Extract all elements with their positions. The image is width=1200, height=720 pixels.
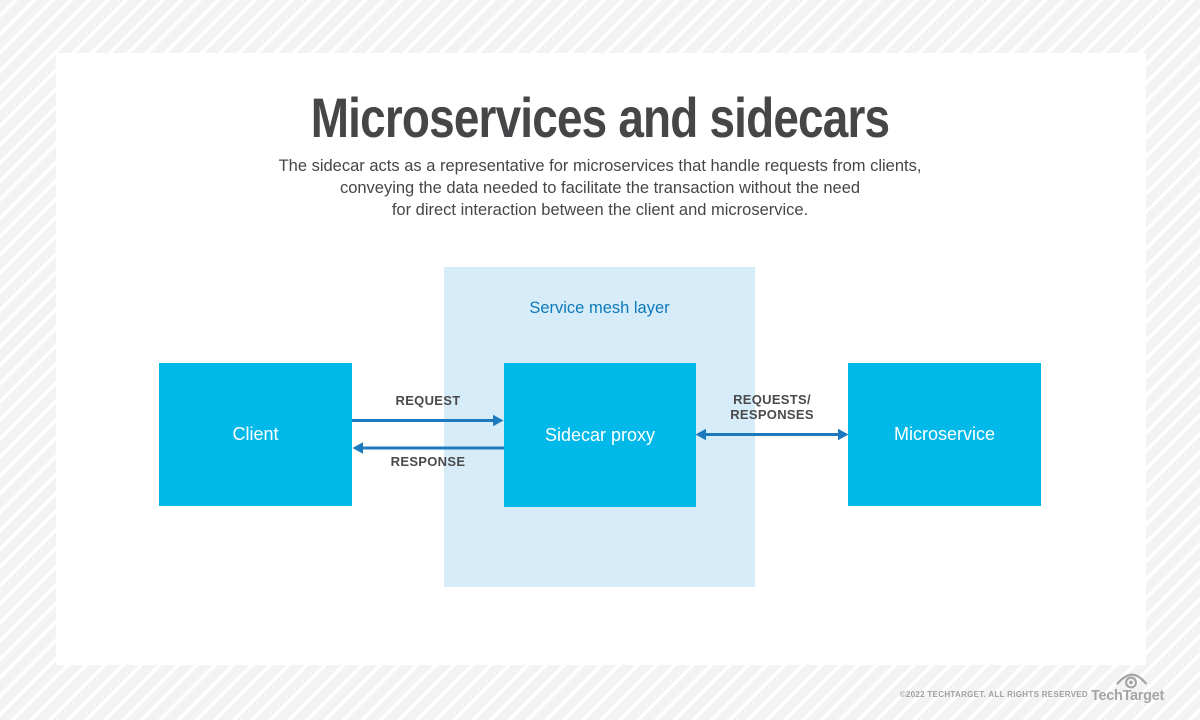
- node-microservice-label: Microservice: [893, 424, 995, 444]
- service-mesh-label: Service mesh layer: [529, 299, 670, 317]
- page-subtitle: The sidecar acts as a representative for…: [0, 155, 1200, 221]
- node-sidecar-proxy-label: Sidecar proxy: [544, 424, 656, 445]
- node-client: Client: [159, 363, 352, 506]
- node-client-label: Client: [232, 424, 279, 444]
- arrow-label-responses-line: RESPONSES: [730, 406, 814, 422]
- subtitle-line: The sidecar acts as a representative for…: [278, 157, 922, 175]
- node-sidecar-proxy: Sidecar proxy: [504, 363, 696, 507]
- arrow-label-response: RESPONSE: [390, 454, 466, 469]
- techtarget-logo-text: TechTarget: [1091, 688, 1165, 704]
- node-microservice: Microservice: [848, 363, 1041, 506]
- arrow-label-requests-responses: REQUESTS/ RESPONSES: [696, 392, 848, 422]
- subtitle-line: conveying the data needed to facilitate …: [339, 179, 861, 197]
- page-title: Microservices and sidecars: [310, 86, 890, 149]
- footer-copyright: ©2022 TECHTARGET. ALL RIGHTS RESERVED: [899, 690, 1088, 699]
- arrow-label-request: REQUEST: [395, 393, 461, 408]
- eye-target-icon: [1116, 673, 1147, 689]
- arrow-label-requests-line: REQUESTS/: [733, 392, 811, 407]
- subtitle-line: for direct interaction between the clien…: [391, 201, 809, 219]
